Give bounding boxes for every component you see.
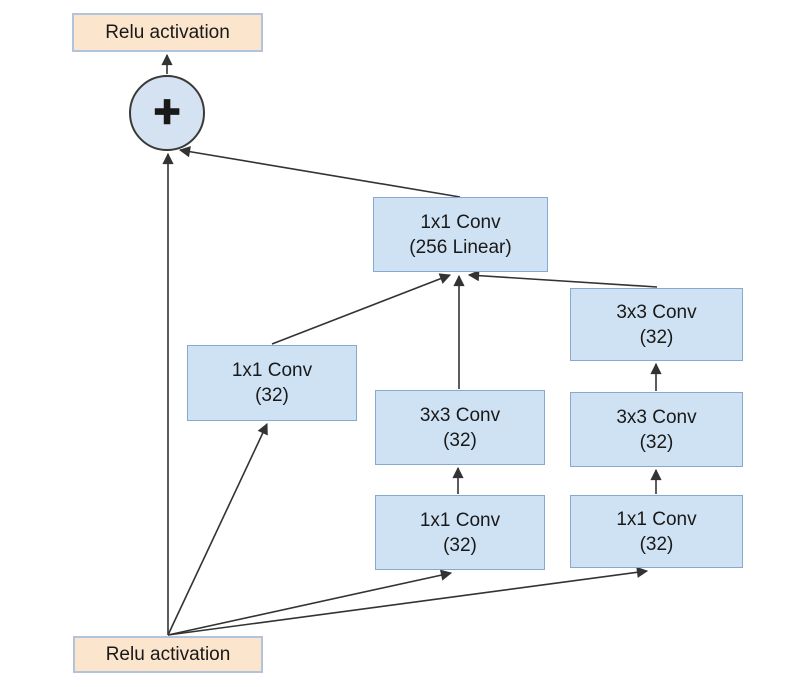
edge-branch1-to-convlinear bbox=[271, 273, 452, 345]
edge-relubottom-to-branch2a bbox=[167, 569, 453, 636]
node-branch3-conv-3x3-32-mid: 3x3 Conv (32) bbox=[570, 392, 743, 467]
conv-label-line2: (32) bbox=[443, 429, 477, 451]
edge-relubottom-to-branch3a bbox=[167, 566, 649, 636]
conv-label-line1: 1x1 Conv bbox=[616, 508, 697, 530]
node-relu-activation-bottom: Relu activation bbox=[73, 636, 263, 673]
node-branch3-conv-1x1-32: 1x1 Conv (32) bbox=[570, 495, 743, 568]
edge-branch3c-to-convlinear bbox=[467, 270, 658, 288]
conv-label-line2: (32) bbox=[639, 533, 674, 555]
conv-label-line1: 3x3 Conv bbox=[419, 404, 501, 426]
conv-label-line2: (32) bbox=[639, 326, 674, 348]
conv-label-line1: 1x1 Conv bbox=[419, 509, 501, 531]
edge-relubottom-to-branch1 bbox=[167, 422, 268, 636]
node-branch3-conv-3x3-32-top: 3x3 Conv (32) bbox=[570, 288, 743, 361]
conv-label-line2: (32) bbox=[639, 431, 674, 453]
conv-label-line1: 3x3 Conv bbox=[616, 406, 697, 428]
conv-label-line2: (32) bbox=[255, 385, 289, 406]
node-add-junction: + bbox=[129, 75, 205, 151]
node-branch2-conv-1x1-32: 1x1 Conv (32) bbox=[375, 495, 545, 570]
plus-icon: + bbox=[153, 85, 181, 137]
node-relu-activation-top: Relu activation bbox=[72, 13, 263, 52]
relu-bottom-label: Relu activation bbox=[105, 644, 231, 665]
node-branch1-conv-1x1-32: 1x1 Conv (32) bbox=[187, 345, 357, 421]
node-branch2-conv-3x3-32: 3x3 Conv (32) bbox=[375, 390, 545, 465]
conv-label-line1: 1x1 Conv bbox=[420, 211, 501, 233]
edge-convlinear-to-add bbox=[178, 146, 461, 198]
relu-top-label: Relu activation bbox=[105, 22, 230, 43]
conv-label-line2: (32) bbox=[443, 534, 477, 556]
node-conv-1x1-256-linear: 1x1 Conv (256 Linear) bbox=[373, 197, 548, 272]
conv-label-line2: (256 Linear) bbox=[409, 236, 512, 258]
conv-label-line1: 1x1 Conv bbox=[231, 360, 313, 381]
conv-label-line1: 3x3 Conv bbox=[616, 301, 697, 323]
